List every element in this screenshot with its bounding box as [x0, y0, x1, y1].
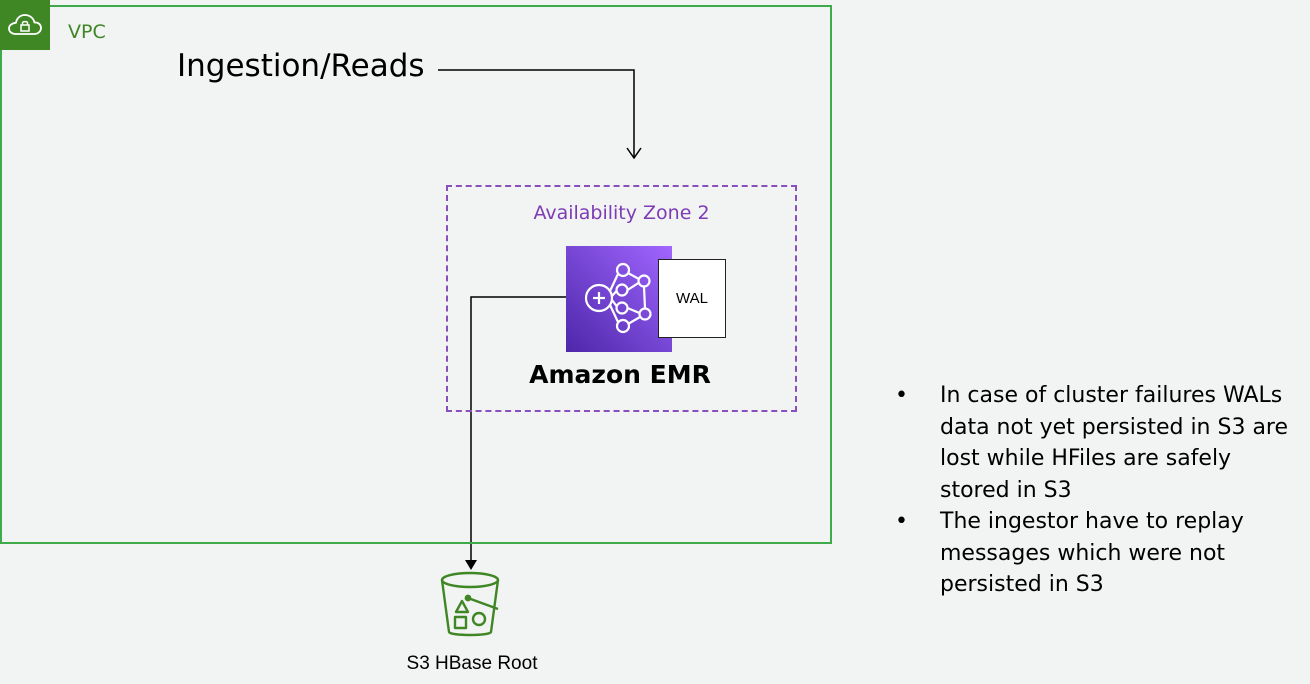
wal-label: WAL — [676, 290, 708, 307]
list-item: In case of cluster failures WALs data no… — [895, 380, 1305, 506]
s3-write-arrow — [470, 296, 566, 562]
s3-hbase-root-label: S3 HBase Root — [406, 653, 538, 674]
vpc-group — [0, 5, 832, 544]
notes-list: In case of cluster failures WALs data no… — [895, 380, 1305, 601]
availability-zone-label: Availability Zone 2 — [533, 202, 710, 224]
s3-bucket-icon — [432, 570, 508, 645]
list-item: The ingestor have to replay messages whi… — [895, 506, 1305, 601]
amazon-emr-icon — [566, 246, 672, 352]
ingestion-arrow — [438, 69, 635, 158]
s3-write-arrowhead — [465, 560, 477, 570]
availability-zone-group — [446, 185, 797, 412]
vpc-label: VPC — [68, 21, 106, 43]
amazon-emr-label: Amazon EMR — [529, 360, 711, 389]
ingestion-arrowhead — [626, 147, 642, 160]
wal-box: WAL — [658, 259, 726, 338]
cloud-lock-icon — [0, 0, 50, 50]
ingestion-reads-label: Ingestion/Reads — [177, 48, 425, 84]
